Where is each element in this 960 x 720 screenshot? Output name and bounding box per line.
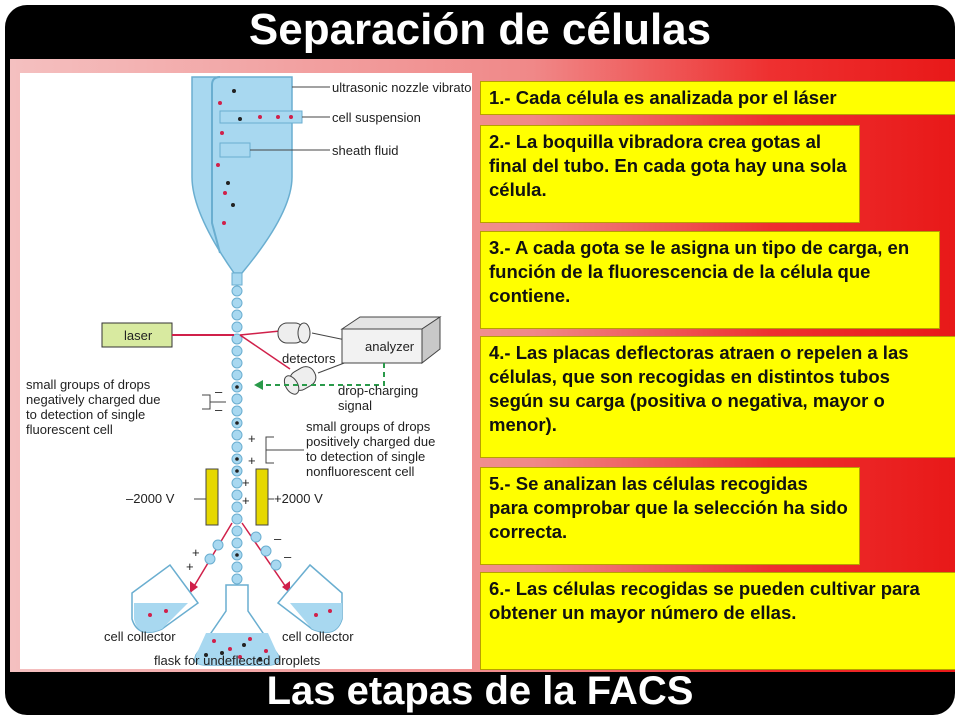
facs-diagram: ultrasonic nozzle vibrator cell suspensi… [20, 73, 476, 669]
sheath-inlet [219, 142, 251, 158]
svg-text:–: – [274, 531, 282, 546]
svg-text:+: + [192, 545, 200, 560]
laser-label: laser [124, 328, 153, 343]
svg-text:–: – [215, 384, 223, 399]
suspension-label: cell suspension [332, 110, 421, 125]
flask-label: flask for undeflected droplets [154, 653, 321, 668]
step-4: 4.- Las placas deflectoras atraen o repe… [480, 336, 955, 458]
content-panel: ultrasonic nozzle vibrator cell suspensi… [10, 59, 955, 672]
slide-frame: Separación de células [5, 5, 955, 715]
svg-text:+: + [242, 475, 250, 490]
pos-note-3: to detection of single [306, 449, 425, 464]
pos-note-1: small groups of drops [306, 419, 431, 434]
collector-tube-left [131, 563, 200, 634]
nozzle-label: ultrasonic nozzle vibrator [332, 80, 472, 95]
neg-note-4: fluorescent cell [26, 422, 113, 437]
drop-charging-label-2: signal [338, 398, 372, 413]
voltage-negative-label: –2000 V [126, 491, 175, 506]
nozzle-cells [216, 101, 293, 225]
neg-note-1: small groups of drops [26, 377, 151, 392]
step-2: 2.- La boquilla vibradora crea gotas al … [480, 125, 860, 223]
collector-tube-right [276, 563, 343, 634]
pos-note-4: nonfluorescent cell [306, 464, 415, 479]
detectors-label: detectors [282, 351, 336, 366]
svg-text:+: + [248, 453, 256, 468]
detector-top [277, 322, 311, 344]
deflector-plate-left [205, 468, 219, 526]
slide-title: Separación de células [248, 5, 712, 54]
laser-box [101, 322, 173, 348]
step-5: 5.- Se analizan las células recogidas pa… [480, 467, 860, 565]
droplet-stream [231, 285, 243, 585]
drop-charging-line [254, 363, 385, 386]
neg-note-2: negatively charged due [26, 392, 160, 407]
svg-text:+: + [248, 431, 256, 446]
pos-note-2: positively charged due [306, 434, 435, 449]
inner-tube [211, 85, 221, 254]
svg-text:+: + [186, 559, 194, 574]
detector-bottom [283, 366, 317, 395]
svg-text:–: – [215, 402, 223, 417]
deflector-plate-right [255, 468, 269, 526]
slide-footer: Las etapas de la FACS [266, 669, 694, 713]
analyzer-box [340, 316, 442, 365]
collector-right-label: cell collector [282, 629, 354, 644]
sheath-label: sheath fluid [332, 143, 399, 158]
svg-text:+: + [242, 493, 250, 508]
analyzer-label: analyzer [365, 339, 415, 354]
svg-text:–: – [284, 549, 292, 564]
step-6: 6.- Las células recogidas se pueden cult… [480, 572, 955, 670]
voltage-positive-label: +2000 V [274, 491, 323, 506]
step-1: 1.- Cada célula es analizada por el láse… [480, 81, 955, 115]
neg-note-3: to detection of single [26, 407, 145, 422]
drop-charging-label-1: drop-charging [338, 383, 418, 398]
facs-diagram-svg: ultrasonic nozzle vibrator cell suspensi… [26, 76, 476, 668]
step-3: 3.- A cada gota se le asigna un tipo de … [480, 231, 940, 329]
collector-left-label: cell collector [104, 629, 176, 644]
nozzle-body [191, 76, 293, 274]
deflect-right-path [241, 522, 291, 594]
flask [194, 584, 280, 666]
